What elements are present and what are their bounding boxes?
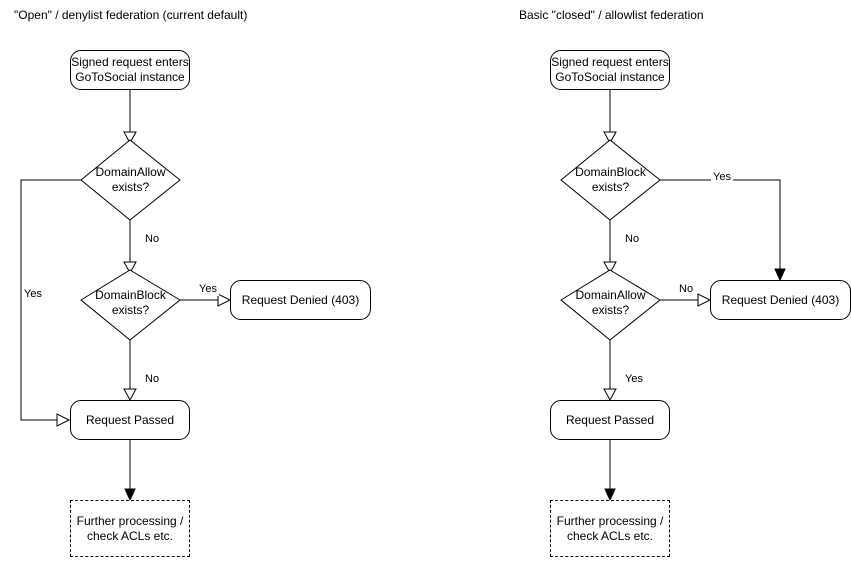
decision-domainallow-right bbox=[560, 269, 661, 341]
node-further-processing-left-line2: check ACLs etc. bbox=[86, 528, 174, 543]
arrowhead-open bbox=[697, 293, 712, 307]
arrowhead-open bbox=[603, 131, 617, 145]
node-request-passed-right: Request Passed bbox=[550, 400, 670, 440]
node-start-left: Signed request enters GoToSocial instanc… bbox=[70, 50, 190, 90]
edge-label-domainallow-no-left: No bbox=[143, 233, 162, 246]
arrowhead-open bbox=[123, 131, 137, 145]
edge-domainblock-yes-right bbox=[660, 179, 781, 269]
edge-label-domainallow-no-right: No bbox=[677, 283, 696, 296]
column-title-closed-allowlist: Basic "closed" / allowlist federation bbox=[519, 8, 704, 22]
node-request-denied-left: Request Denied (403) bbox=[230, 280, 371, 320]
node-further-processing-right-line2: check ACLs etc. bbox=[566, 528, 654, 543]
arrowhead-filled bbox=[774, 268, 786, 282]
edge-label-domainallow-yes-right: Yes bbox=[623, 373, 645, 386]
decision-domainblock-right bbox=[560, 139, 661, 221]
node-start-right-line2: GoToSocial instance bbox=[555, 70, 665, 84]
arrowhead-open bbox=[603, 388, 617, 402]
edge-label-domainblock-yes-right: Yes bbox=[711, 171, 733, 184]
node-further-processing-left: Further processing / check ACLs etc. bbox=[70, 500, 190, 557]
node-start-right: Signed request enters GoToSocial instanc… bbox=[550, 50, 670, 90]
arrowhead-open bbox=[603, 261, 617, 275]
edge-label-domainblock-no-right: No bbox=[623, 233, 642, 246]
arrowhead-open bbox=[123, 261, 137, 275]
node-start-left-line1: Signed request enters bbox=[71, 55, 189, 69]
edge-label-domainallow-yes-left: Yes bbox=[22, 288, 44, 301]
decision-domainblock-left bbox=[80, 269, 181, 341]
node-request-denied-right: Request Denied (403) bbox=[710, 280, 851, 320]
arrowhead-open bbox=[123, 388, 137, 402]
node-further-processing-left-line1: Further processing / bbox=[76, 513, 184, 528]
arrowhead-open bbox=[217, 293, 232, 307]
node-start-right-line1: Signed request enters bbox=[551, 55, 669, 69]
decision-domainallow-left bbox=[80, 139, 181, 221]
edge-label-domainblock-yes-left: Yes bbox=[197, 283, 219, 296]
arrowhead-filled bbox=[124, 488, 136, 502]
node-further-processing-right-line1: Further processing / bbox=[556, 513, 664, 528]
column-title-open-denylist: "Open" / denylist federation (current de… bbox=[14, 8, 248, 22]
edge-domainallow-yes-left bbox=[20, 179, 81, 421]
node-request-passed-left: Request Passed bbox=[70, 400, 190, 440]
arrowhead-filled bbox=[604, 488, 616, 502]
node-start-left-line2: GoToSocial instance bbox=[75, 70, 185, 84]
edge-label-domainblock-no-left: No bbox=[143, 373, 162, 386]
node-further-processing-right: Further processing / check ACLs etc. bbox=[550, 500, 670, 557]
arrowhead-open bbox=[56, 413, 71, 427]
